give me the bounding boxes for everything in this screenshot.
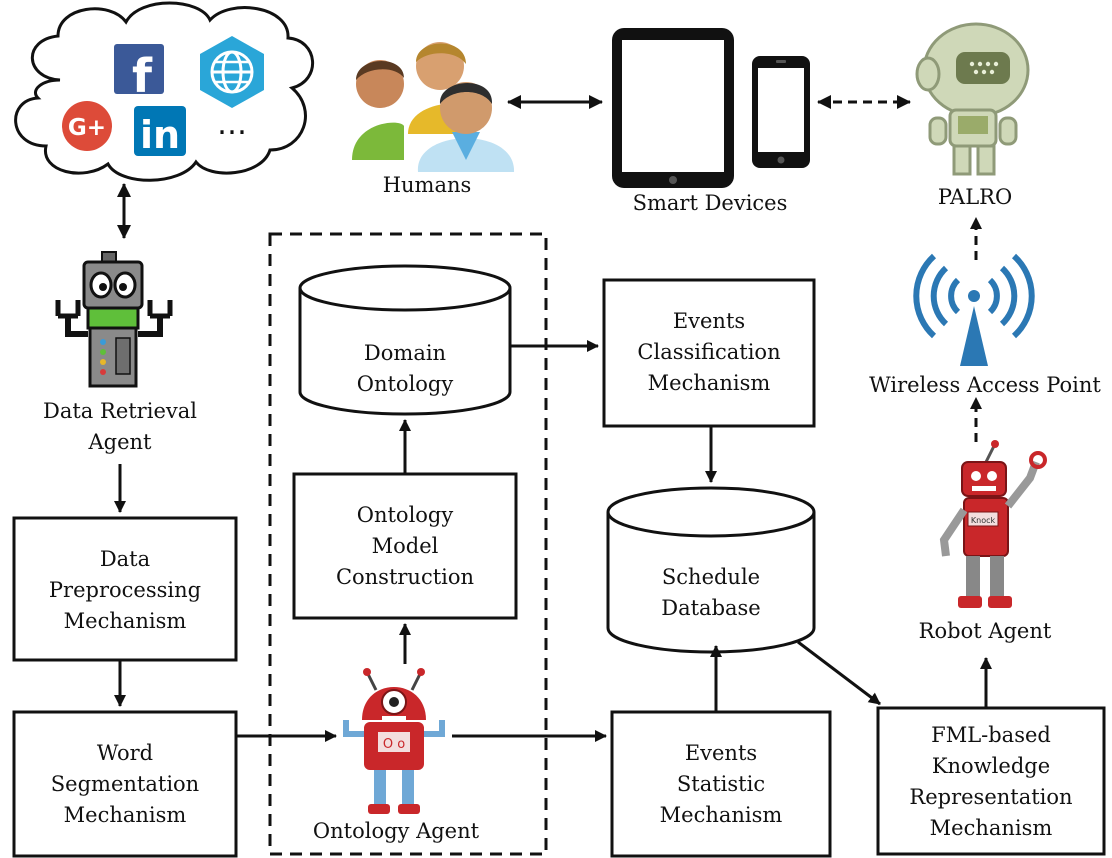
- arrow-database-fml: [797, 640, 881, 706]
- text-events-statistic: Events Statistic Mechanism: [659, 741, 783, 827]
- text-word-segmentation: Word Segmentation Mechanism: [50, 741, 200, 827]
- google-plus-icon: G+: [62, 101, 112, 151]
- label-data-retrieval-agent: Data Retrieval Agent: [43, 399, 197, 454]
- text-fml-knowledge: FML-based Knowledge Representation Mecha…: [909, 723, 1073, 840]
- text-events-classification: Events Classification Mechanism: [637, 309, 781, 395]
- cylinder-domain-ontology: [298, 264, 512, 416]
- humans-icon: [352, 42, 515, 172]
- label-wireless-access-point: Wireless Access Point: [869, 373, 1101, 397]
- linkedin-letters: in: [140, 113, 180, 157]
- label-ontology-agent: Ontology Agent: [312, 819, 480, 843]
- text-domain-ontology: Domain Ontology: [356, 341, 454, 396]
- text-ontology-model-construction: Ontology Model Construction: [335, 503, 475, 589]
- box-ontology-model-construction: [292, 472, 518, 620]
- palro-robot-icon: [915, 22, 1030, 176]
- globe-icon: [200, 36, 264, 108]
- text-schedule-database: Schedule Database: [661, 565, 761, 620]
- ontology-agent-body-text: O o: [383, 737, 405, 752]
- connectors: [114, 95, 992, 742]
- label-robot-agent: Robot Agent: [918, 619, 1052, 643]
- data-retrieval-robot-icon: [55, 251, 173, 388]
- box-data-preprocessing: [12, 516, 238, 662]
- google-plus-letters: G+: [68, 115, 106, 141]
- box-fml-knowledge: [876, 706, 1106, 856]
- wireless-access-point-icon: [913, 253, 1035, 366]
- ontology-agent-robot-icon: O o: [343, 668, 445, 814]
- facebook-icon: f: [114, 44, 164, 103]
- ontology-agent-boundary: [268, 232, 548, 856]
- smartphone-icon: [752, 56, 810, 168]
- label-palro: PALRO: [937, 185, 1013, 209]
- text-data-preprocessing: Data Preprocessing Mechanism: [48, 547, 202, 633]
- box-word-segmentation: [12, 710, 238, 858]
- robot-agent-badge: Knock: [971, 516, 996, 525]
- linkedin-icon: in: [134, 106, 186, 157]
- social-media-cloud: f G+ in …: [14, 1, 315, 182]
- ellipsis-icon: …: [217, 107, 247, 142]
- tablet-icon: [612, 28, 734, 188]
- box-events-statistic: [610, 710, 832, 858]
- robot-agent-icon: Knock: [939, 440, 1047, 608]
- box-events-classification: [602, 278, 816, 428]
- facebook-letter: f: [132, 49, 153, 103]
- label-smart-devices: Smart Devices: [632, 191, 788, 215]
- label-humans: Humans: [382, 173, 472, 197]
